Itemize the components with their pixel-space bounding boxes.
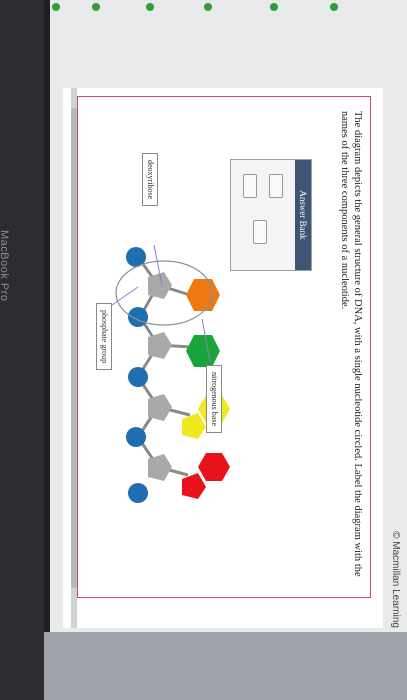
horizontal-scrollbar[interactable] — [71, 88, 77, 628]
base-red-ring-b — [182, 473, 206, 499]
copyright-credit: © Macmillan Learning — [390, 531, 401, 628]
sugar-pentagon — [148, 332, 172, 359]
dock-icon[interactable] — [204, 3, 212, 11]
label-deoxyribose[interactable]: deoxyribose — [142, 153, 158, 207]
label-leader-lines — [111, 244, 211, 362]
phosphate-circle — [126, 427, 146, 447]
dock-icon[interactable] — [146, 3, 154, 11]
label-nitrogenous-base[interactable]: nitrogenous base — [206, 365, 222, 433]
base-orange — [186, 279, 220, 311]
nucleotide-circle — [115, 260, 213, 326]
base-yellow-ring-b — [182, 413, 206, 439]
scrollbar-thumb[interactable] — [71, 108, 77, 588]
base-green — [186, 335, 220, 367]
sugar-pentagon — [148, 394, 172, 421]
phosphate-groups — [126, 247, 148, 503]
question-frame: The diagram depicts the general structur… — [77, 96, 371, 598]
phosphate-circle — [128, 307, 148, 327]
sugar-pentagon — [148, 272, 172, 299]
base-red-ring — [198, 453, 230, 481]
sugar-pentagon — [148, 454, 172, 481]
phosphate-circle — [128, 367, 148, 387]
dock-icon[interactable] — [92, 3, 100, 11]
label-phosphate-group[interactable]: phosphate group — [96, 303, 112, 371]
phosphate-circle — [128, 483, 148, 503]
phosphate-circle — [126, 247, 146, 267]
bezel-brand-label: MacBook Pro — [0, 230, 10, 302]
deoxyribose-sugars — [148, 272, 172, 481]
dock-icon[interactable] — [270, 3, 278, 11]
dna-diagram — [111, 244, 230, 503]
question-stage: © Macmillan Learning The diagram depicts… — [63, 88, 401, 628]
dock-icon[interactable] — [330, 3, 338, 11]
bottom-panel — [44, 632, 407, 700]
dock-icon[interactable] — [52, 3, 60, 11]
